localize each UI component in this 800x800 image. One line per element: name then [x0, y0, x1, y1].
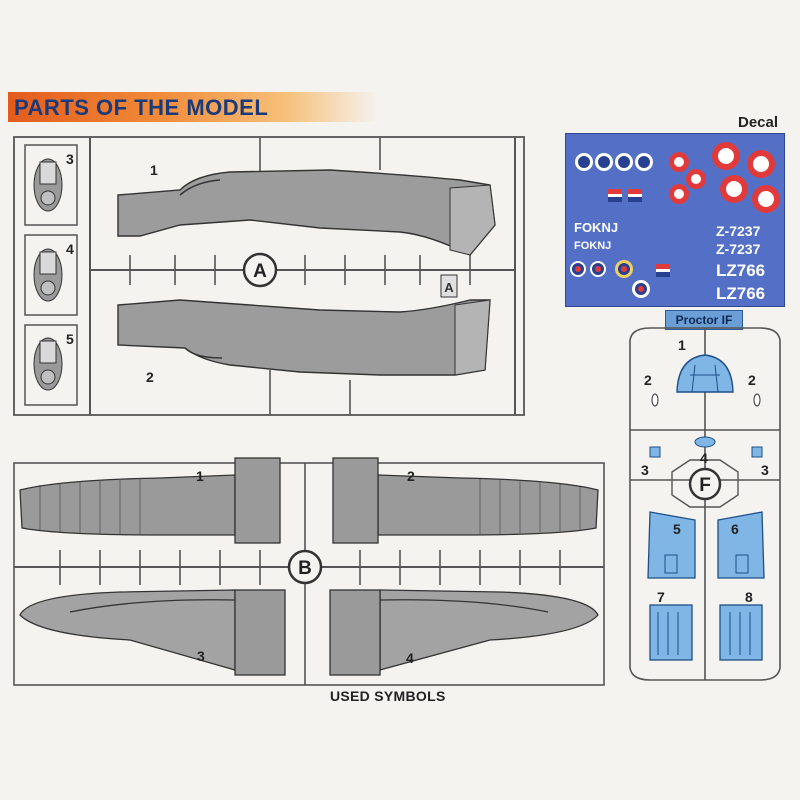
- fin-flash-decals: [608, 189, 670, 277]
- part-f5-window: [647, 511, 696, 579]
- part-b4-root: [329, 589, 381, 676]
- part-a3-seat: [33, 158, 63, 212]
- sprue-a-frame: [13, 136, 525, 416]
- part-f6-number: 6: [731, 521, 739, 537]
- part-b1-root: [234, 457, 281, 544]
- part-f5-number: 5: [673, 521, 681, 537]
- part-f3-right: [751, 446, 763, 458]
- sprue-a-cell-4: [24, 234, 78, 316]
- part-a4-seat: [33, 248, 63, 302]
- decal-artwork: FOKNJ FOKNJ Z-7237 Z-7237 LZ766 LZ766: [570, 142, 780, 303]
- part-f3b-number: 3: [761, 462, 769, 478]
- part-f2b-number: 2: [748, 372, 756, 388]
- decal-serial-2: Z-7237: [716, 241, 761, 257]
- decal-label: Decal: [738, 114, 779, 131]
- part-b1-number: 1: [196, 468, 204, 484]
- sprue-b-gate: [287, 549, 323, 585]
- part-a4-number: 4: [66, 241, 74, 257]
- part-a1-number: 1: [150, 162, 158, 178]
- part-b3-root: [234, 589, 286, 676]
- part-f3-left: [649, 446, 661, 458]
- part-a3-number: 3: [66, 151, 74, 167]
- part-f4-light: [694, 436, 716, 448]
- part-f7-window: [649, 604, 693, 661]
- part-b2-root: [332, 457, 379, 544]
- sprue-b-frame: [13, 462, 605, 686]
- page-title: PARTS OF THE MODEL: [14, 95, 269, 120]
- decal-serial-4: LZ766: [716, 284, 765, 303]
- decal-code-2: FOKNJ: [574, 240, 611, 252]
- sprue-a-id-tab: [440, 274, 458, 298]
- part-a5-number: 5: [66, 331, 74, 347]
- part-f3a-number: 3: [641, 462, 649, 478]
- sprue-a-gate: [242, 252, 278, 288]
- sprue-a-id-tab-label: A: [444, 280, 454, 295]
- part-f2a-number: 2: [644, 372, 652, 388]
- part-a2-number: 2: [146, 369, 154, 385]
- part-b2-number: 2: [407, 468, 415, 484]
- decal-code-1: FOKNJ: [574, 220, 618, 235]
- part-a5-seat: [33, 337, 63, 391]
- roundel-decals: [570, 142, 780, 298]
- part-f1-number: 1: [678, 337, 686, 353]
- part-f7-number: 7: [657, 589, 665, 605]
- sprue-f-gate: [688, 467, 722, 501]
- part-f4-number: 4: [700, 450, 708, 466]
- sprue-b-gate-label: B: [298, 558, 312, 579]
- decal-sheet: FOKNJ FOKNJ Z-7237 Z-7237 LZ766 LZ766: [565, 133, 785, 307]
- decal-serial-1: Z-7237: [716, 223, 761, 239]
- part-f1-canopy: [676, 354, 734, 393]
- star-insignia-decals: [575, 153, 653, 171]
- header-band: [8, 92, 378, 122]
- fret-f-tag: Proctor IF: [665, 310, 743, 330]
- sprue-a-cell-3: [24, 144, 78, 226]
- sprue-a-gate-label: A: [253, 261, 267, 282]
- part-f8-number: 8: [745, 589, 753, 605]
- part-f2-right: [753, 393, 761, 407]
- sprue-f-gate-label: F: [699, 475, 711, 496]
- sprue-f-frame: [629, 327, 781, 681]
- part-f6-window: [717, 511, 765, 579]
- part-b3-number: 3: [197, 648, 205, 664]
- used-symbols-heading: USED SYMBOLS: [330, 688, 446, 704]
- part-b4-number: 4: [406, 650, 414, 666]
- part-f8-window: [719, 604, 763, 661]
- part-a1-fuselage-half: [117, 169, 496, 256]
- sprue-a-cell-5: [24, 324, 78, 406]
- decal-serial-3: LZ766: [716, 261, 765, 280]
- part-f2-left: [651, 393, 659, 407]
